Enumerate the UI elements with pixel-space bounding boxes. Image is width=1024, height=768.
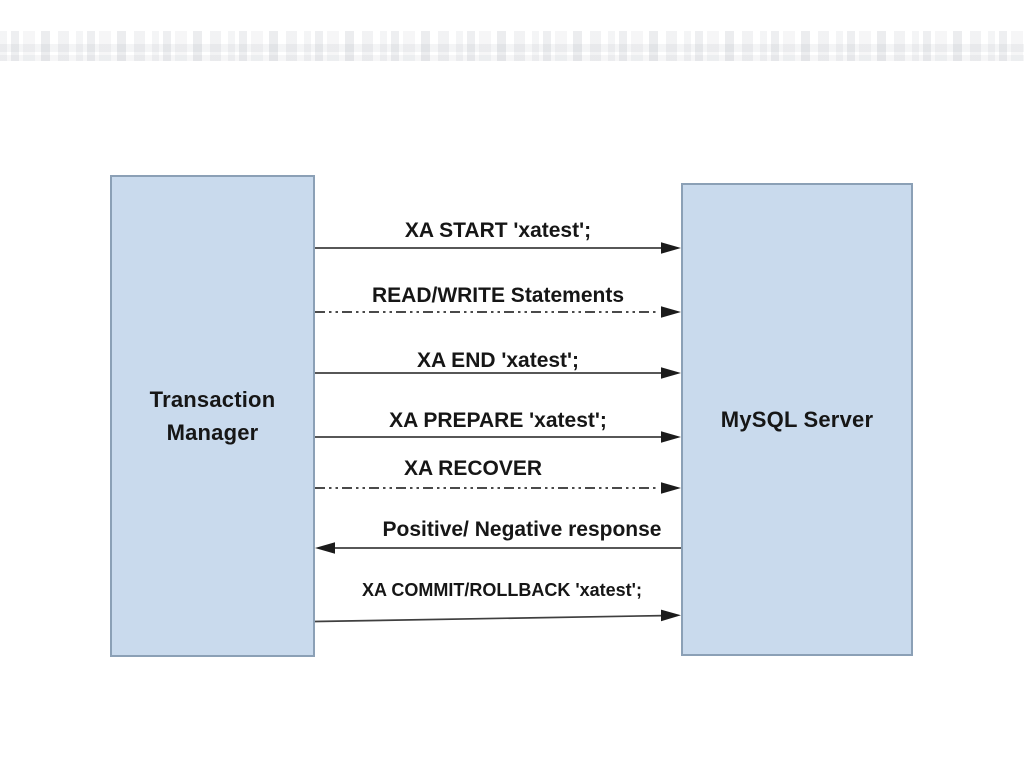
- message-label-xa-commit-rollback: XA COMMIT/ROLLBACK 'xatest';: [362, 580, 642, 600]
- arrow-right-icon: [315, 367, 681, 379]
- transaction-manager-label-line1: Transaction: [149, 387, 276, 412]
- message-label-xa-end: XA END 'xatest';: [416, 349, 580, 372]
- transaction-manager-label-line2: Manager: [166, 420, 259, 445]
- message-label-xa-recover: XA RECOVER: [403, 457, 543, 480]
- message-label-xa-start: XA START 'xatest';: [404, 219, 592, 242]
- arrow-left-icon: [315, 542, 681, 554]
- arrow-right-dashed-icon: [315, 306, 681, 318]
- message-label-read-write: READ/WRITE Statements: [371, 284, 625, 307]
- scan-noise-band: [0, 31, 1024, 61]
- arrow-right-icon: [315, 242, 681, 254]
- message-label-xa-prepare: XA PREPARE 'xatest';: [389, 409, 607, 432]
- mysql-server-box: MySQL Server: [681, 183, 913, 656]
- arrow-right-dashed-icon: [315, 482, 681, 494]
- arrow-right-icon: [314, 609, 681, 623]
- message-label-response: Positive/ Negative response: [382, 518, 662, 541]
- transaction-manager-box: Transaction Manager: [110, 175, 315, 657]
- arrow-right-icon: [315, 431, 681, 443]
- transaction-manager-label: Transaction Manager: [150, 383, 276, 449]
- mysql-server-label: MySQL Server: [720, 407, 874, 432]
